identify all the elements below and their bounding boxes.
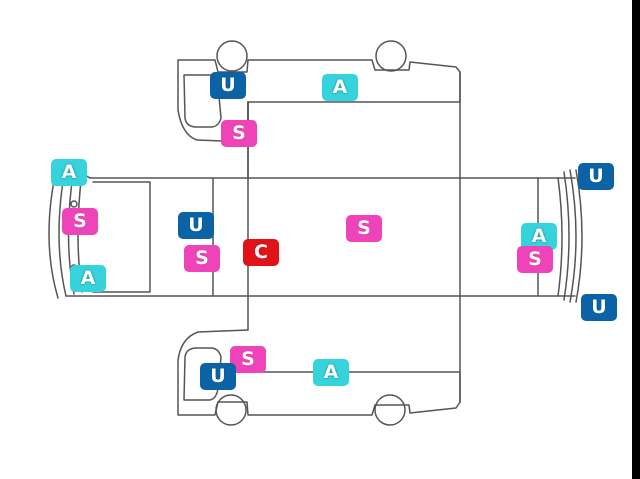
marker-top-side-s[interactable]: S [221, 120, 257, 147]
marker-top-side-u[interactable]: U [210, 72, 246, 99]
marker-front-s[interactable]: S [62, 208, 98, 235]
marker-cab-s[interactable]: S [184, 245, 220, 272]
bottom-side-view [177, 329, 461, 426]
marker-front-a-lower[interactable]: A [70, 265, 106, 292]
marker-cargo-s[interactable]: S [346, 215, 382, 242]
marker-rear-a[interactable]: A [521, 223, 557, 250]
marker-rear-s[interactable]: S [517, 246, 553, 273]
marker-bottom-side-a[interactable]: A [313, 359, 349, 386]
marker-rear-u-lower[interactable]: U [581, 294, 617, 321]
right-edge-bar [632, 0, 640, 479]
marker-bottom-side-s[interactable]: S [230, 346, 266, 373]
marker-cab-u[interactable]: U [178, 212, 214, 239]
marker-rear-u-upper[interactable]: U [578, 163, 614, 190]
roof-view [48, 71, 583, 403]
marker-top-side-a[interactable]: A [322, 74, 358, 101]
marker-front-a-upper[interactable]: A [51, 159, 87, 186]
marker-center-c[interactable]: C [243, 239, 279, 266]
top-side-view [177, 40, 461, 179]
marker-bottom-side-u[interactable]: U [200, 363, 236, 390]
